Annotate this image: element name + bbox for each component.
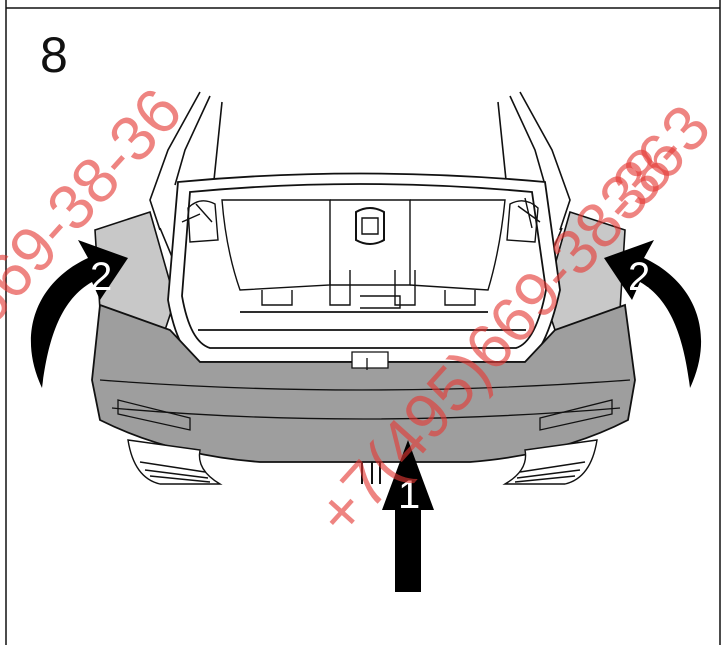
tow-hook	[361, 462, 381, 484]
rear-tyres	[127, 439, 598, 485]
step-number: 8	[40, 27, 68, 83]
lift-arrow	[382, 440, 434, 592]
boot-opening	[167, 172, 561, 363]
rear-seats	[221, 199, 506, 309]
bumper-details	[99, 351, 631, 431]
boot-side-trim	[181, 197, 541, 243]
rear-bumper	[91, 303, 636, 463]
callout-1: 1	[398, 473, 420, 517]
callout-right-2: 2	[628, 255, 650, 299]
tailgate-pillars	[149, 91, 571, 231]
right-curved-arrow	[604, 240, 702, 388]
callout-left-2: 2	[90, 255, 112, 299]
left-curved-arrow	[30, 240, 128, 388]
